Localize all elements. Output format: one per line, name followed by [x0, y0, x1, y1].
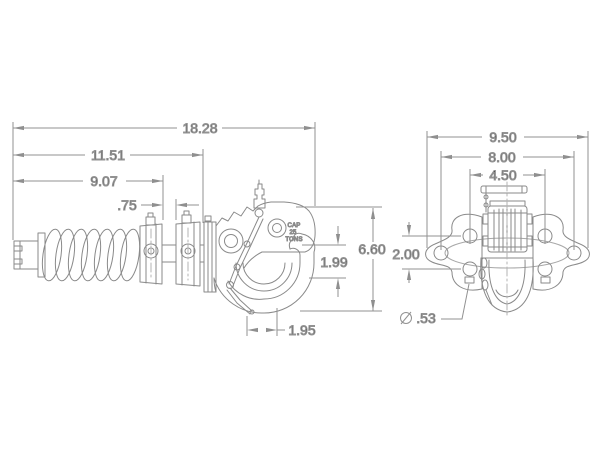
dim-length-to-plate-label: 9.07 — [90, 173, 117, 189]
dim-overall-height: 6.60 — [358, 208, 386, 311]
dim-bolt-row-spacing-label: 2.00 — [392, 246, 419, 262]
latch-pin — [253, 179, 266, 218]
marking-tons-unit: TONS — [285, 237, 302, 243]
top-strap — [480, 185, 528, 213]
dim-overall-length: 18.28 — [13, 120, 315, 137]
rear-view — [425, 181, 590, 319]
mounting-plates — [139, 210, 205, 287]
drawbar-end-block — [13, 232, 46, 278]
dim-overall-width-label: 9.50 — [489, 129, 516, 145]
dimensions-side-view: 18.28 11.51 9.07 .75 — [12, 120, 386, 339]
dim-throat-width-label: 1.95 — [288, 322, 315, 338]
dim-length-to-plate: 9.07 — [13, 173, 163, 190]
leader-line — [441, 283, 470, 320]
capacity-marking: CAP 25 TONS — [285, 223, 303, 244]
dim-outer-bolt-spacing-label: 8.00 — [488, 149, 515, 165]
dim-inner-bolt-spacing: 4.50 — [470, 167, 545, 184]
dim-throat-width: 1.95 — [247, 322, 316, 339]
dim-inner-bolt-spacing-label: 4.50 — [489, 167, 516, 183]
dim-outer-bolt-spacing: 8.00 — [441, 149, 574, 166]
marking-tons-value: 25 — [289, 230, 297, 236]
dim-plate-gap-label: .75 — [117, 197, 137, 213]
hook-body — [215, 201, 316, 269]
marking-cap: CAP — [288, 223, 301, 229]
dim-overall-length-label: 18.28 — [182, 120, 217, 136]
flange-plate-left — [425, 213, 483, 291]
pintle-hook — [213, 232, 316, 314]
dim-length-to-body: 11.51 — [13, 147, 203, 164]
dim-plate-gap: .75 — [117, 197, 199, 214]
spring-drum — [482, 200, 533, 253]
dim-bolt-row-spacing: 2.00 — [392, 222, 420, 283]
dim-overall-height-label: 6.60 — [358, 241, 385, 257]
dim-length-to-body-label: 11.51 — [91, 147, 125, 163]
dim-mouth-opening-label: 1.99 — [320, 254, 347, 270]
dim-overall-width: 9.50 — [427, 129, 588, 146]
dim-hole-diameter: .53 — [400, 283, 470, 327]
dim-hole-diameter-label: .53 — [416, 310, 436, 326]
dimensions-rear-view: 9.50 8.00 4.50 2.00 — [392, 129, 589, 327]
safety-chain — [478, 257, 493, 306]
dim-mouth-opening: 1.99 — [320, 226, 348, 297]
side-view: CAP 25 TONS — [13, 179, 316, 315]
flange-plate-right — [532, 213, 590, 291]
diameter-symbol — [400, 311, 412, 325]
coil-spring — [41, 228, 141, 282]
